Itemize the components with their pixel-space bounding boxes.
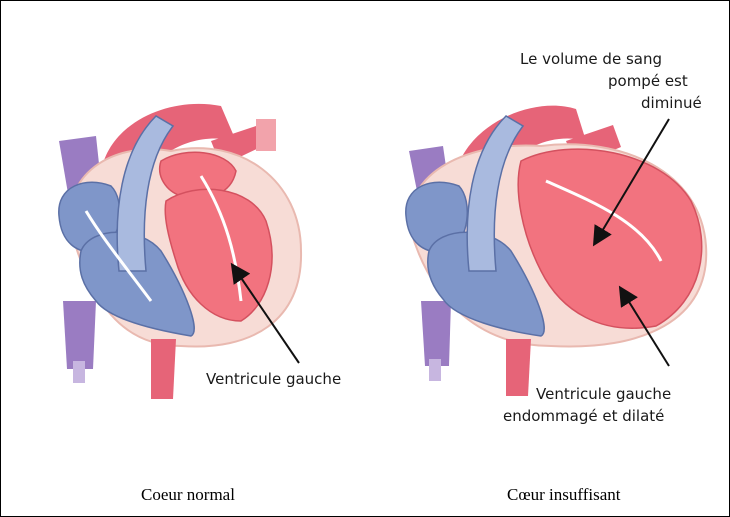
normal-pulmonary-artery-stub [256, 119, 276, 151]
failing-volume-label-line-3: diminué [641, 93, 702, 114]
failing-volume-label-line-1: Le volume de sang [520, 49, 662, 70]
normal-left-ventricle-label: Ventricule gauche [206, 369, 341, 390]
failing-heart-caption: Cœur insuffisant [507, 485, 621, 505]
normal-heart [59, 104, 301, 399]
normal-vena-cava-lower [63, 301, 96, 369]
failing-inferior-vein-arrow [429, 359, 441, 381]
normal-heart-caption: Coeur normal [141, 485, 235, 505]
normal-inferior-vein-arrow [73, 361, 85, 383]
failing-left-ventricle-label-line-2: endommagé et dilaté [503, 406, 664, 427]
normal-descending-aorta [151, 339, 176, 399]
failing-vena-cava-lower [421, 301, 451, 366]
failing-left-ventricle-label-line-1: Ventricule gauche [536, 384, 671, 405]
failing-volume-label-line-2: pompé est [608, 71, 688, 92]
failing-descending-aorta [506, 339, 531, 396]
